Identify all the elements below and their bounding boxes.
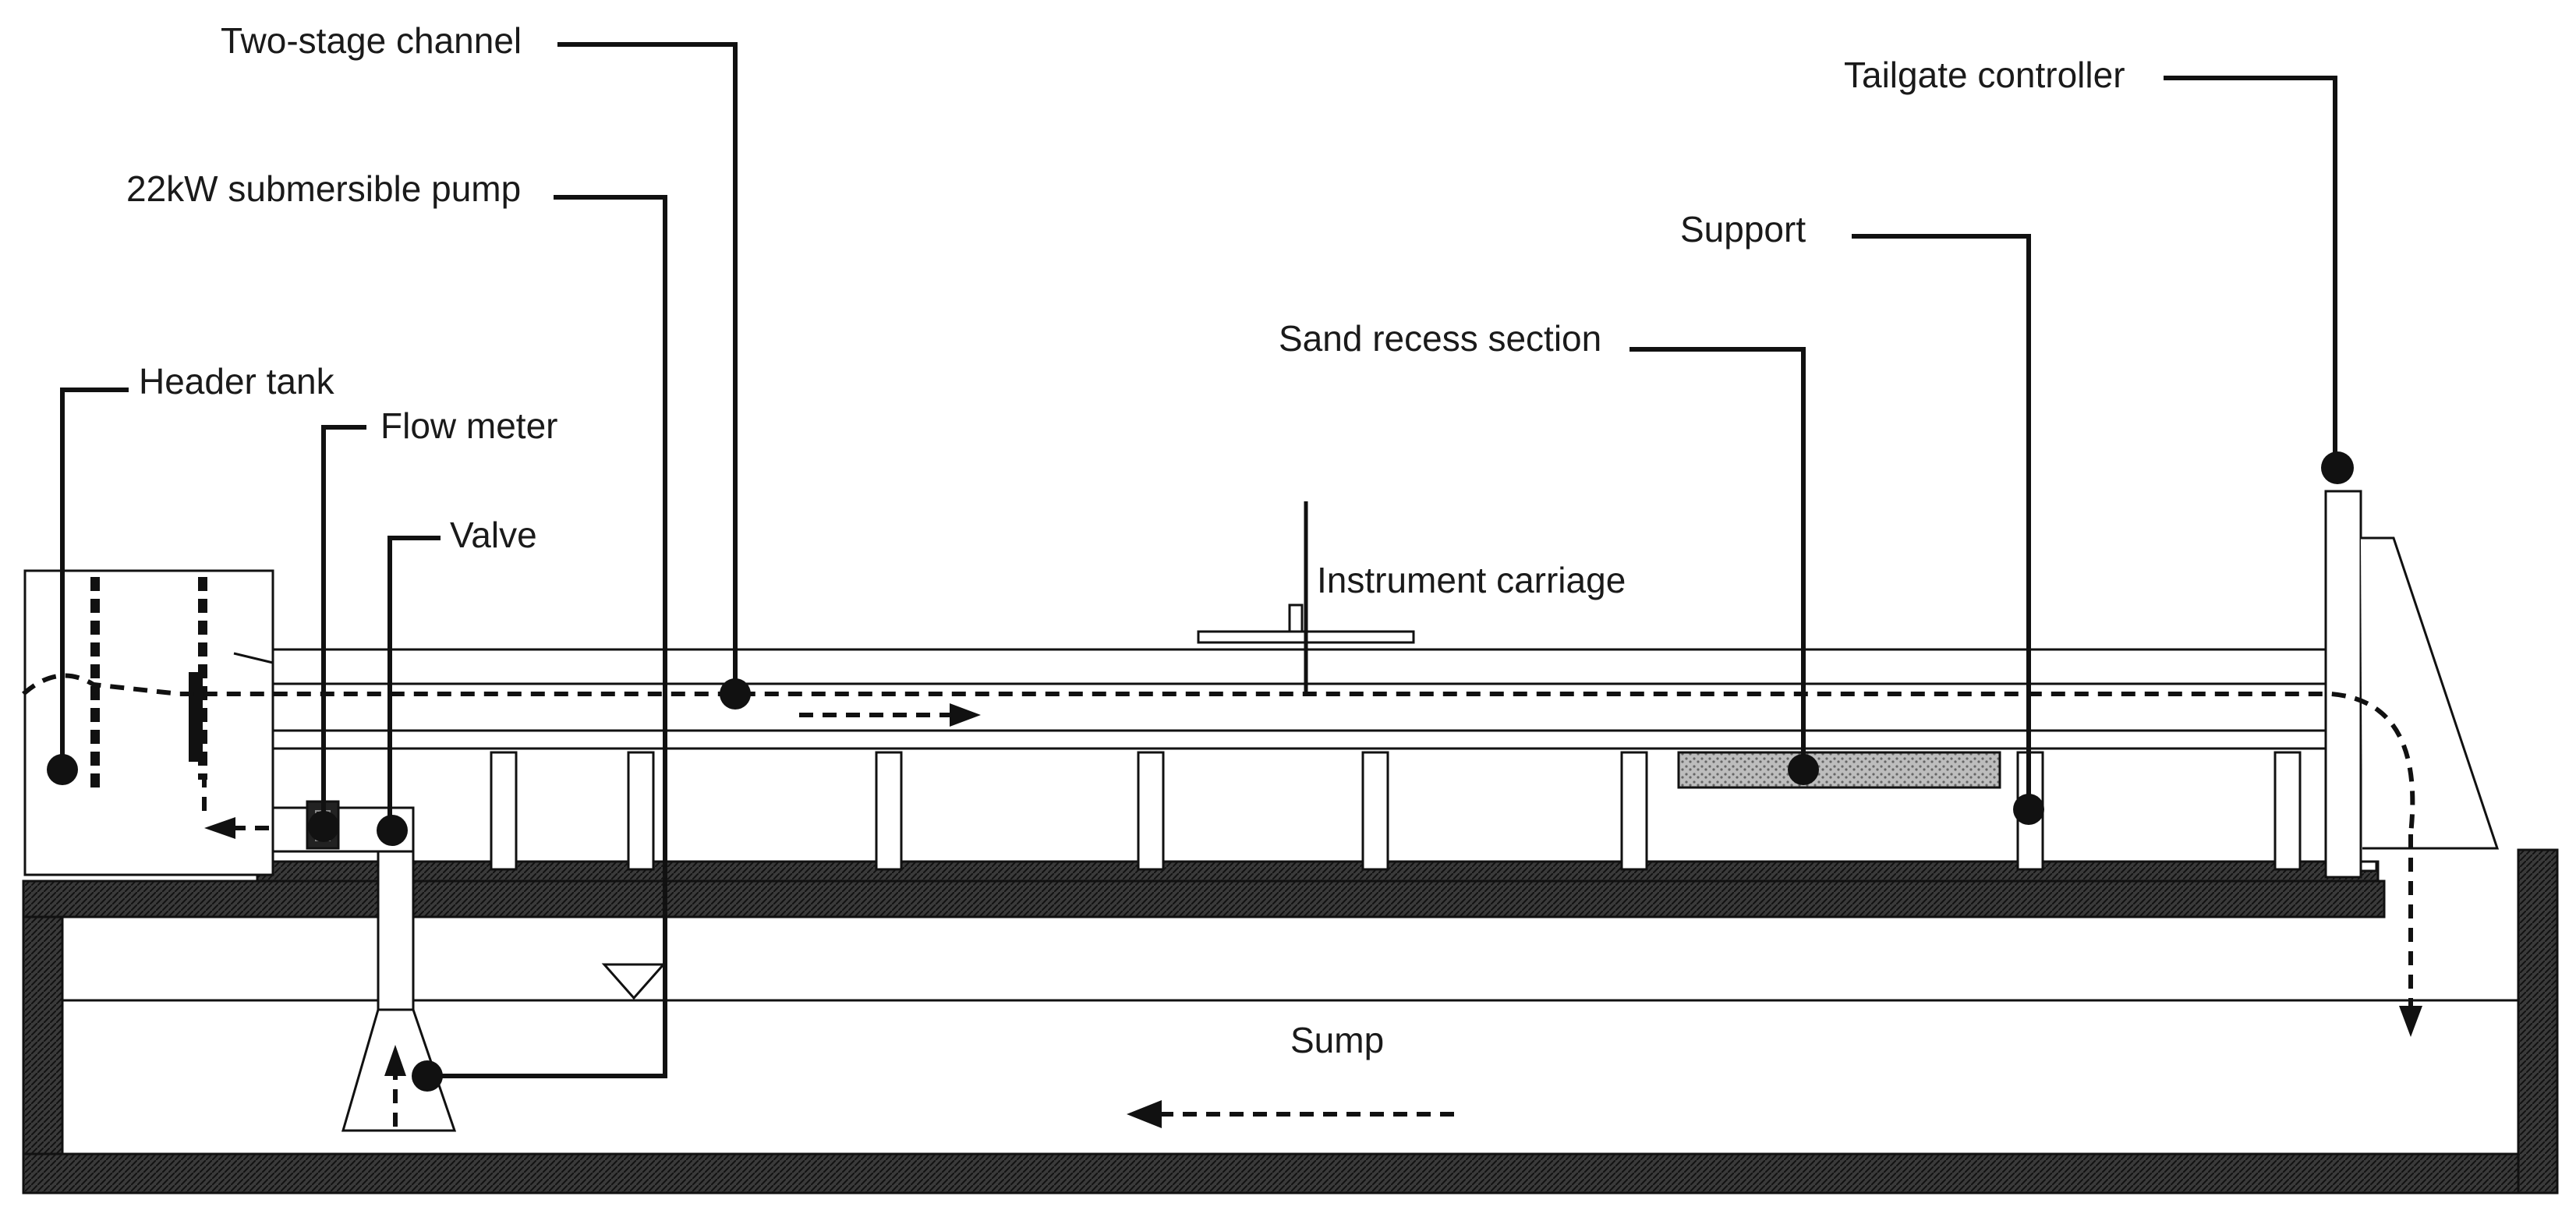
- label-instrument-carriage: Instrument carriage: [1317, 560, 1626, 600]
- label-two-stage-channel: Two-stage channel: [221, 20, 522, 61]
- carriage-probe-mount: [1288, 603, 1304, 633]
- label-sump: Sump: [1290, 1020, 1384, 1060]
- tailgate-controller-knob: [2321, 451, 2354, 484]
- header-tank-weir: [233, 652, 274, 664]
- flume-bed: [256, 860, 2380, 883]
- sump-return-arrowhead: [1127, 1100, 1162, 1128]
- leader-flow-meter: [321, 425, 366, 823]
- sump-left-wall: [22, 915, 64, 1187]
- water-level-marker: [601, 963, 667, 1000]
- support-post: [1620, 751, 1648, 871]
- dot-sand-recess: [1788, 754, 1819, 785]
- sump-right-wall: [2517, 848, 2559, 1194]
- leader-support: [1852, 234, 2031, 809]
- support-post: [2273, 751, 2302, 871]
- label-tailgate: Tailgate controller: [1844, 55, 2125, 95]
- lab-floor-slab: [22, 879, 2386, 918]
- dot-two-stage-channel: [720, 678, 751, 710]
- label-sand-recess: Sand recess section: [1279, 318, 1601, 359]
- header-tank-inlet: [189, 672, 203, 762]
- support-post: [627, 751, 655, 871]
- label-pump: 22kW submersible pump: [126, 168, 521, 209]
- leader-header-tank: [60, 388, 129, 770]
- leader-lines: [60, 42, 2337, 1078]
- tailgate-post: [2324, 490, 2362, 879]
- header-tank-body: [23, 569, 274, 876]
- flume-flow-path: [22, 673, 2415, 835]
- label-valve: Valve: [450, 515, 537, 555]
- sump-floor: [22, 1152, 2559, 1194]
- dot-valve: [377, 815, 408, 846]
- leader-dots: [47, 678, 2044, 1092]
- sump-basin: [22, 848, 2559, 1194]
- leader-pump: [429, 195, 667, 1078]
- label-support: Support: [1680, 209, 1806, 250]
- label-header-tank: Header tank: [139, 361, 335, 402]
- label-flow-meter: Flow meter: [380, 405, 557, 446]
- leader-tailgate: [2164, 76, 2337, 460]
- dot-flow-meter: [308, 811, 339, 842]
- support-post: [1137, 751, 1165, 871]
- tailgate-outfall-chute: [2361, 536, 2500, 850]
- leader-sand-recess: [1629, 347, 1806, 768]
- dot-header-tank: [47, 754, 78, 785]
- tailgate: [2321, 451, 2500, 879]
- support-post: [1361, 751, 1389, 871]
- support-post: [875, 751, 903, 871]
- tank-inflow-arrowhead: [204, 817, 235, 839]
- pump-up-arrowhead: [384, 1045, 406, 1076]
- outfall-flow-arrowhead: [2399, 1006, 2422, 1037]
- dot-pump: [412, 1060, 443, 1092]
- leader-two-stage-channel: [557, 42, 738, 694]
- header-tank: [23, 569, 274, 876]
- leader-valve: [387, 536, 441, 826]
- support-post: [490, 751, 518, 871]
- sand-recess-section: [1677, 751, 2001, 789]
- tailgate-lip: [2359, 860, 2378, 872]
- channel-flow-arrowhead: [950, 703, 981, 727]
- instrument-carriage: [1197, 501, 1415, 696]
- labels: Two-stage channel 22kW submersible pump …: [126, 20, 2125, 1060]
- dot-support: [2013, 794, 2044, 825]
- flow-arrows: [22, 673, 2422, 1128]
